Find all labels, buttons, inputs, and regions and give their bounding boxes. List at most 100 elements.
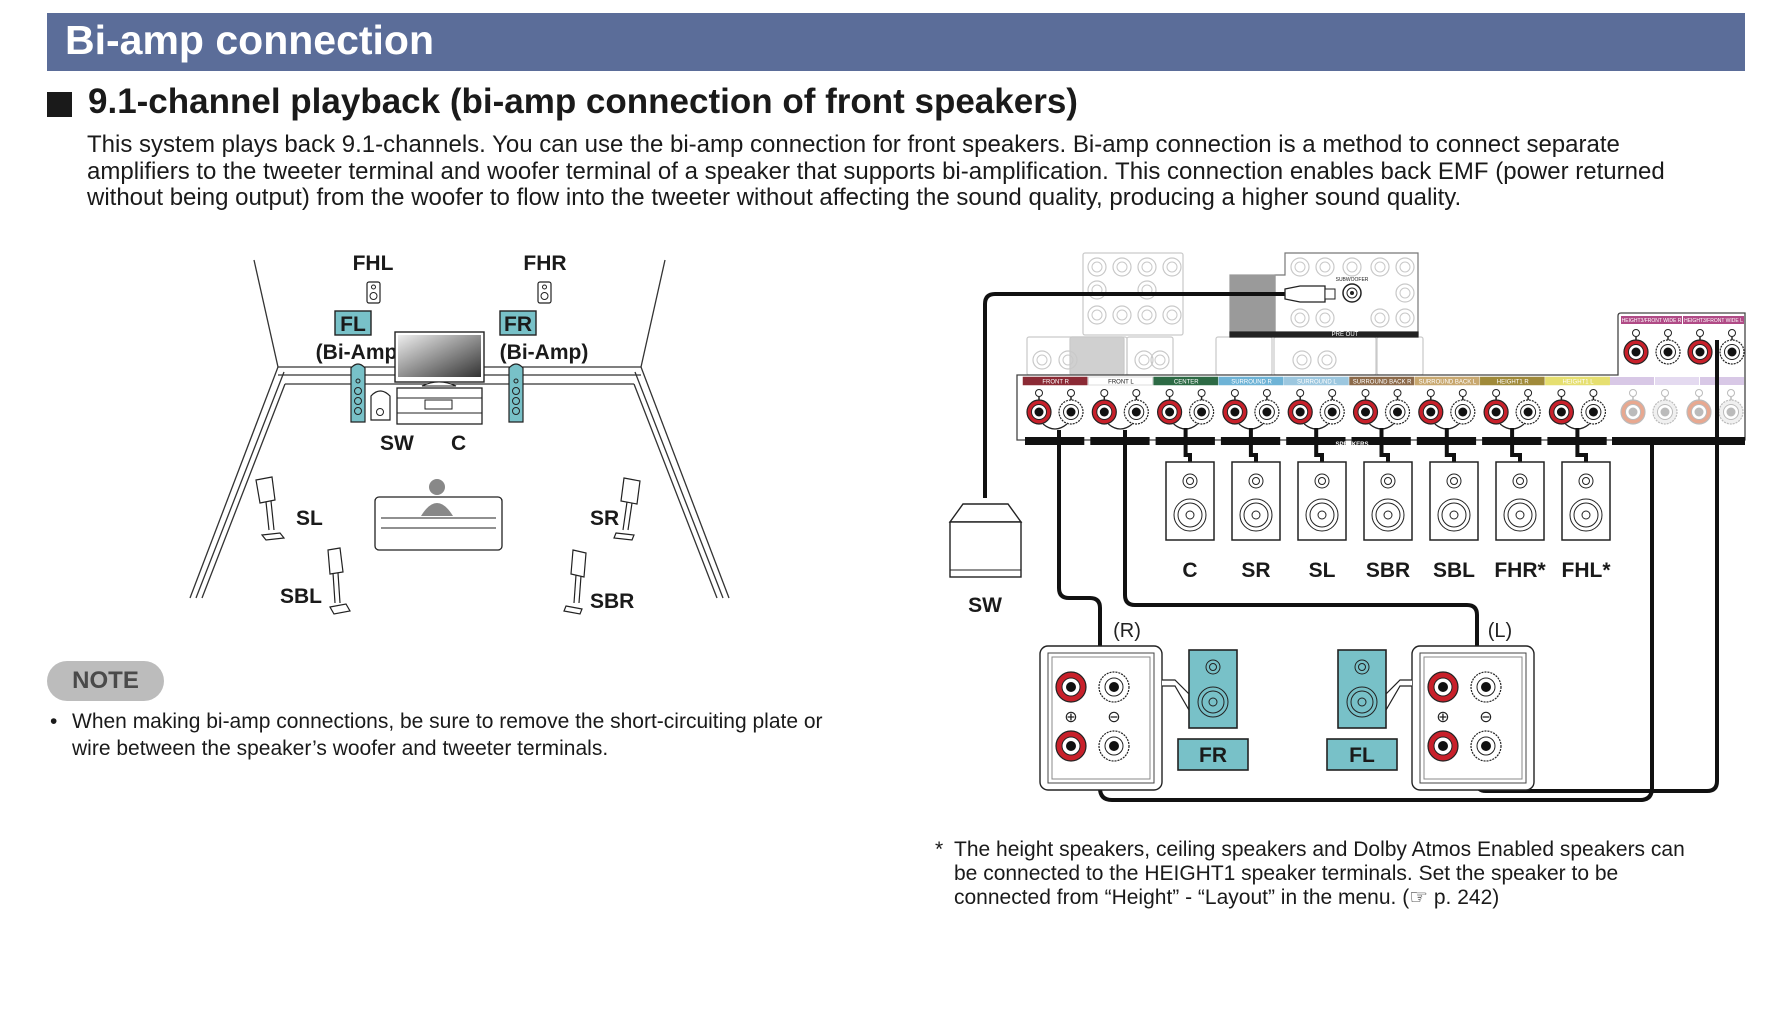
positive-terminal-icon [1483,389,1509,425]
terminal-group-text: HEIGHT3/FRONT WIDE L [1684,318,1743,324]
label-right-channel: (R) [1113,620,1141,642]
label-sw-right: SW [968,594,1002,617]
av-stand-icon [396,387,483,425]
negative-terminal-icon [1718,389,1744,425]
negative-terminal-icon [1719,329,1745,365]
rca-jack-icon [1032,350,1052,370]
terminal-group-text: FRONT L [1108,380,1134,386]
terminal-group-text: SURROUND BACK R [1353,380,1412,386]
terminal-group-label [1349,376,1415,386]
rca-jack-icon [1162,257,1182,277]
bookshelf-speaker-label: C [1182,559,1197,582]
terminal-group-text: SURROUND L [1297,380,1337,386]
negative-terminal-icon [1319,389,1345,425]
terminal-group-text: SURROUND BACK L [1419,380,1477,386]
negative-binding-post-icon [1470,730,1502,762]
plus-icon: ⊕ [1064,709,1077,726]
terminal-group-label [1283,376,1349,386]
terminal-group-label [1479,376,1545,386]
note-badge: NOTE [47,661,164,701]
bookshelf-speaker-icon [1561,461,1611,541]
negative-terminal-icon [1254,389,1280,425]
tv-icon [394,331,485,387]
section-bullet-square-icon [47,92,72,117]
speakers-label: SPEAKERS [1335,442,1368,448]
faint-jacks [1032,257,1415,370]
fr-speaker-icon: FR [1162,649,1249,771]
intro-line: without being output) from the woofer to… [87,184,1462,211]
rca-jack-icon [1150,350,1170,370]
terminal-group-label-faded [1655,377,1699,385]
fl-binding-post-panel [1411,645,1535,791]
rca-jack-icon [1087,305,1107,325]
label-sbr: SBR [590,590,634,613]
footnote-line: be connected to the HEIGHT1 speaker term… [954,862,1619,885]
positive-binding-post-icon [1427,730,1459,762]
terminal-group-text: HEIGHT1 L [1563,380,1595,386]
rca-jack-icon [1058,350,1078,370]
intro-paragraph: This system plays back 9.1-channels. You… [87,131,1747,212]
terminal-bar [1025,437,1085,445]
subwoofer-jack-icon: SUBWOOFER [1336,277,1369,303]
rca-jack-icon [1315,257,1335,277]
negative-binding-post-icon [1098,671,1130,703]
terminal-group-label [1022,376,1088,386]
label-sl: SL [296,507,323,530]
rca-jack-icon [1292,350,1312,370]
chapter-title: Bi-amp connection [65,17,435,63]
bookshelf-speaker-label: SR [1241,559,1270,582]
fhl-speaker-icon [366,281,381,304]
positive-terminal-icon [1287,389,1313,425]
positive-terminal-icon [1620,389,1646,425]
fr-binding-post-panel [1039,645,1163,791]
note-line: When making bi-amp connections, be sure … [72,710,823,733]
sbl-speaker-icon [327,547,351,615]
rca-jack-icon [1137,257,1157,277]
terminal-bottom-bars [1025,437,1745,445]
bookshelf-speakers [1165,461,1611,541]
speaker-leads [1183,428,1588,462]
rca-jack-icon [1395,257,1415,277]
bookshelf-speaker-icon [1429,461,1479,541]
rca-jack-icon [1134,350,1154,370]
positive-terminal-icon [1091,389,1117,425]
terminal-group-label [1683,316,1744,324]
intro-line: amplifiers to the tweeter terminal and w… [87,157,1665,185]
positive-terminal-icon [1686,389,1712,425]
negative-terminal-icon [1123,389,1149,425]
terminal-bar [1090,437,1150,445]
negative-terminal-icon [1515,389,1541,425]
rca-jack-icon [1137,280,1157,300]
subwoofer-cable [983,285,1336,498]
rca-jack-icon [1370,257,1390,277]
fl-tag: FL [334,310,372,336]
bookshelf-speaker-icon [1165,461,1215,541]
label-fr: FR [504,313,532,336]
positive-terminal-icon [1156,389,1183,425]
positive-terminal-icon [1026,389,1052,425]
terminal-group-label [1218,376,1284,386]
minus-icon: ⊖ [1479,709,1492,726]
label-fl: FL [340,313,366,336]
footnote-line: connected from “Height” - “Layout” in th… [954,886,1500,909]
label-c: C [451,432,466,455]
terminal-group-text: HEIGHT1 R [1497,380,1530,386]
positive-binding-post-icon [1055,671,1087,703]
rca-jack-icon [1315,308,1335,328]
negative-terminal-icon [1058,389,1084,425]
label-fl-wiring: FL [1349,744,1375,767]
bookshelf-speaker-label: FHR* [1494,559,1546,582]
label-fr-biamp: (Bi-Amp) [500,341,589,364]
positive-terminal-icon [1352,389,1379,425]
negative-binding-post-icon [1470,671,1502,703]
terminal-group-label-faded [1610,377,1654,385]
room-layout-diagram: FHL FHR FL FR (Bi-Amp) (Bi-Amp) [189,252,730,615]
rca-jack-icon [1087,257,1107,277]
footnote-line: The height speakers, ceiling speakers an… [954,838,1685,861]
label-sw: SW [380,432,414,455]
rca-jack-icon [1395,283,1415,303]
rca-jack-icon [1290,257,1310,277]
rca-jack-icon [1370,308,1390,328]
